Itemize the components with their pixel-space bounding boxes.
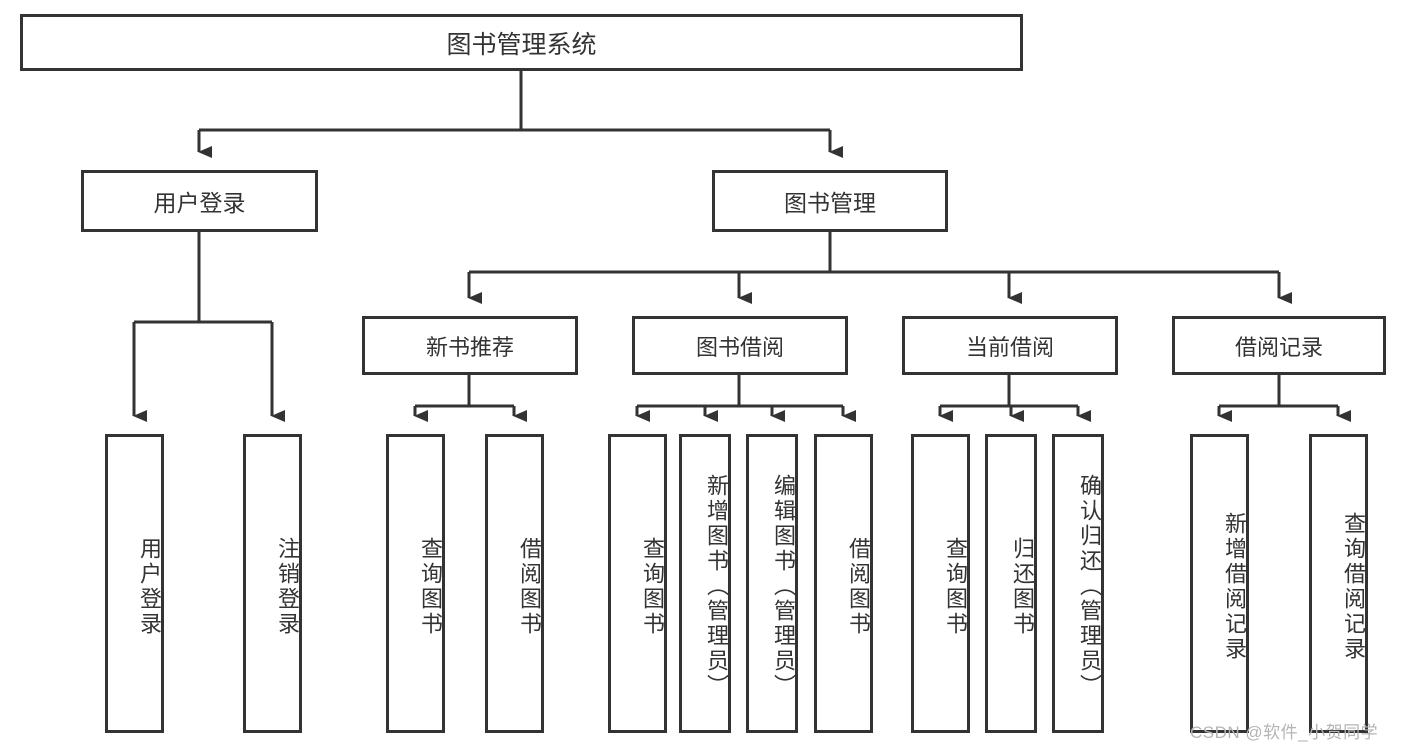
leaf-node[interactable]: 查询借阅记录 (1309, 434, 1368, 733)
leaf-node[interactable]: 确认归还（管理员） (1052, 434, 1104, 733)
leaf-node-label: 编辑图书（管理员） (771, 474, 796, 699)
node-book-management-label: 图书管理 (784, 190, 876, 216)
leaf-node[interactable]: 借阅图书 (814, 434, 873, 733)
leaf-node-label: 新增图书（管理员） (704, 474, 729, 699)
node-book-borrow-label: 图书借阅 (695, 334, 784, 360)
node-current-borrow-label: 当前借阅 (965, 334, 1054, 360)
leaf-node[interactable]: 查询图书 (608, 434, 667, 733)
leaf-node-label: 确认归还（管理员） (1077, 474, 1102, 699)
leaf-node[interactable]: 归还图书 (985, 434, 1037, 733)
node-user-login[interactable]: 用户登录 (81, 170, 318, 232)
node-book-management[interactable]: 图书管理 (712, 170, 948, 232)
node-borrow-record[interactable]: 借阅记录 (1172, 316, 1386, 375)
leaf-node[interactable]: 新增图书（管理员） (679, 434, 731, 733)
node-borrow-record-label: 借阅记录 (1234, 334, 1323, 360)
leaf-node-label: 借阅图书 (517, 536, 542, 637)
node-root[interactable]: 图书管理系统 (20, 14, 1023, 71)
leaf-node[interactable]: 查询图书 (911, 434, 970, 733)
leaf-node-label: 新增借阅记录 (1222, 511, 1247, 662)
leaf-node-label: 查询图书 (640, 536, 665, 637)
node-current-borrow[interactable]: 当前借阅 (902, 316, 1118, 375)
leaf-node-label: 查询图书 (943, 536, 968, 637)
node-root-label: 图书管理系统 (446, 30, 597, 59)
leaf-node-label: 查询借阅记录 (1341, 511, 1366, 662)
leaf-node-label: 注销登录 (275, 536, 300, 637)
leaf-node[interactable]: 借阅图书 (485, 434, 544, 733)
leaf-node[interactable]: 编辑图书（管理员） (746, 434, 798, 733)
leaf-node-label: 查询图书 (418, 536, 443, 637)
leaf-node-label: 用户登录 (137, 536, 162, 637)
leaf-node[interactable]: 注销登录 (243, 434, 302, 733)
leaf-node-label: 借阅图书 (846, 536, 871, 637)
node-user-login-label: 用户登录 (153, 190, 246, 216)
node-book-borrow[interactable]: 图书借阅 (632, 316, 848, 375)
node-new-book-recommend[interactable]: 新书推荐 (362, 316, 578, 375)
leaf-node[interactable]: 新增借阅记录 (1190, 434, 1249, 733)
leaf-node[interactable]: 查询图书 (386, 434, 445, 733)
leaf-node[interactable]: 用户登录 (105, 434, 164, 733)
node-new-book-recommend-label: 新书推荐 (425, 334, 514, 360)
csdn-watermark: CSDN @软件_小贺同学 (1190, 723, 1379, 742)
leaf-node-label: 归还图书 (1010, 536, 1035, 637)
